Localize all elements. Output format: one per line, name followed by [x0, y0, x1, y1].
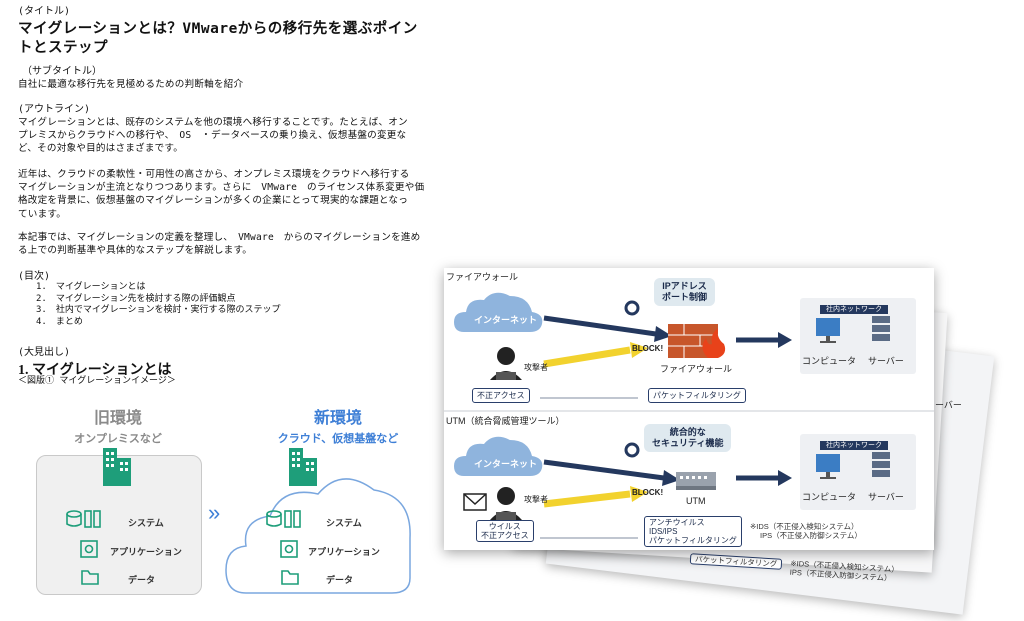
utm-features-box: アンチウイルス IDS/IPS パケットフィルタリング — [644, 516, 742, 547]
server-label: サーバー — [868, 356, 904, 366]
outline-line: ど、その対象や目的はさまざまです。 — [18, 143, 184, 155]
box-line: IDS/IPS — [649, 527, 678, 536]
virus-access-box: ウイルス 不正アクセス — [476, 520, 534, 542]
old-env-header: 旧環境 オンプレミスなど — [8, 404, 228, 446]
back-card-server-label: ーバー — [935, 400, 962, 410]
ids-ips-note: ※IDS（不正侵入検知システム） IPS（不正侵入防御システム） — [750, 522, 862, 540]
utm-section-label: UTM（統合脅威管理ツール） — [446, 416, 565, 426]
database-server-icon — [66, 510, 101, 528]
box-line: ウイルス — [488, 522, 521, 531]
database-server-icon — [266, 510, 301, 528]
row-label-data: データ — [326, 575, 354, 585]
cloud-icon — [454, 436, 543, 476]
block-label: BLOCK! — [632, 488, 664, 497]
toc-label: (目次) — [18, 271, 51, 282]
outline-line: マイグレーションが主流となりつつあります。さらに VMware のライセンス体系… — [18, 182, 425, 194]
ip-port-callout: IPアドレス ポート制御 — [654, 278, 716, 306]
new-env-cloud — [225, 478, 411, 594]
network-card: ファイアウォール UTM（統合脅威管理ツール） インターネット インターネット … — [444, 268, 934, 550]
server-label: サーバー — [868, 492, 904, 502]
toc-item: 4. まとめ — [36, 316, 83, 327]
old-env-title: 旧環境 — [93, 410, 142, 427]
attacker-label: 攻撃者 — [524, 363, 548, 372]
outline-line: 近年は、クラウドの柔軟性・可用性の高さから、オンプレミス環境をクラウドへ移行する — [18, 169, 410, 180]
new-env-header: 新環境 クラウド、仮想基盤など — [228, 404, 448, 446]
box-line: アンチウイルス — [649, 518, 705, 527]
section-heading: 1. マイグレーションとは — [18, 363, 172, 378]
utm-label: UTM — [686, 496, 706, 506]
callout-line: 統合的な — [669, 427, 706, 437]
box-line: パケットフィルタリング — [649, 536, 737, 545]
building-icon — [289, 448, 317, 486]
callout-line: ポート制御 — [662, 292, 708, 302]
attacker-icon — [490, 347, 522, 380]
folder-data-icon — [281, 570, 299, 585]
row-label-data: データ — [128, 575, 156, 585]
badge-text: 社内ネットワーク — [820, 305, 888, 314]
badge-text: 社内ネットワーク — [820, 441, 888, 450]
security-callout: 統合的な セキュリティ機能 — [644, 424, 732, 452]
heading-label: (大見出し) — [18, 347, 71, 358]
internal-network-badge: 社内ネットワーク — [820, 296, 888, 315]
toc-item: 3. 社内でマイグレーションを検討・実行する際のステップ — [36, 305, 281, 316]
row-label-application: アプリケーション — [110, 547, 182, 557]
outline-line: プレミスからクラウドへの移行や、 OS ・データベースの乗り換え、仮想基盤の変更… — [18, 130, 407, 142]
internet-label: インターネット — [474, 315, 538, 325]
outline-paragraph-3: 本記事では、マイグレーションの定義を整理し、 VMware からのマイグレーショ… — [18, 231, 420, 257]
computer-icon — [816, 454, 840, 479]
gear-app-icon — [80, 540, 98, 558]
figure-caption: ＜図版① マイグレーションイメージ＞ — [18, 376, 176, 386]
utm-device-icon — [676, 472, 716, 490]
toc-item: 2. マイグレーション先を検討する際の評価観点 — [36, 293, 236, 304]
title-label: (タイトル) — [18, 6, 71, 17]
firewall-label: ファイアウォール — [660, 364, 733, 374]
outline-line: マイグレーションとは、既存のシステムを他の環境へ移行することです。たとえば、オン — [18, 117, 408, 128]
internal-network-badge: 社内ネットワーク — [820, 432, 888, 451]
new-env-title: 新環境 — [313, 410, 362, 427]
firewall-section-label: ファイアウォール — [446, 272, 519, 282]
subtitle: 自社に最適な移行先を見極めるための判断軸を紹介 — [18, 79, 244, 90]
outline-paragraph-1: マイグレーションとは、既存のシステムを他の環境へ移行することです。たとえば、オン… — [18, 116, 408, 156]
row-label-application: アプリケーション — [308, 547, 380, 557]
server-icon — [872, 316, 890, 341]
attacker-label: 攻撃者 — [524, 495, 548, 504]
callout-line: IPアドレス — [662, 281, 707, 291]
outline-line: 格改定を背景に、仮想基盤のマイグレーションが多くの企業にとって現実的な課題となっ — [18, 195, 409, 207]
network-diagram — [444, 292, 934, 539]
toc-item: 1. マイグレーションとは — [36, 282, 146, 292]
page-title: マイグレーションとは？VMwareからの移行先を選ぶポイントとステップ — [18, 21, 418, 56]
outline-paragraph-2: 近年は、クラウドの柔軟性・可用性の高さから、オンプレミス環境をクラウドへ移行する… — [18, 168, 424, 221]
folder-data-icon — [81, 570, 99, 585]
outline-label: (アウトライン) — [18, 104, 91, 115]
subtitle-label: （サブタイトル） — [22, 66, 102, 77]
computer-icon — [816, 318, 840, 343]
mail-virus-icon — [463, 493, 487, 511]
outline-line: る上での判断基準や具体的なステップを解説します。 — [18, 245, 253, 257]
old-env-subtitle: オンプレミスなど — [74, 433, 162, 445]
outline-line: ています。 — [18, 208, 67, 220]
computer-label: コンピュータ — [802, 492, 857, 502]
table-of-contents: 1. マイグレーションとは 2. マイグレーション先を検討する際の評価観点 3.… — [36, 282, 280, 328]
box-line: 不正アクセス — [481, 531, 529, 540]
block-label: BLOCK! — [632, 344, 664, 353]
migrate-arrow-icon: » — [208, 500, 221, 525]
building-icon — [103, 448, 131, 486]
new-env-subtitle: クラウド、仮想基盤など — [277, 433, 399, 445]
row-label-system: システム — [128, 518, 164, 528]
packet-filtering-box: パケットフィルタリング — [648, 388, 746, 403]
internet-label: インターネット — [474, 459, 538, 469]
server-icon — [872, 452, 890, 477]
note-line: ※IDS（不正侵入検知システム） — [750, 522, 859, 531]
callout-line: セキュリティ機能 — [652, 438, 724, 448]
computer-label: コンピュータ — [802, 356, 857, 366]
cloud-icon — [454, 292, 543, 332]
firewall-brick-icon — [668, 324, 726, 358]
unauthorized-access-box: 不正アクセス — [472, 388, 530, 403]
gear-app-icon — [280, 540, 298, 558]
outline-line: 本記事では、マイグレーションの定義を整理し、 VMware からのマイグレーショ… — [18, 232, 421, 243]
note-line: IPS（不正侵入防御システム） — [760, 531, 862, 540]
row-label-system: システム — [326, 518, 362, 528]
attacker-icon — [490, 487, 522, 520]
